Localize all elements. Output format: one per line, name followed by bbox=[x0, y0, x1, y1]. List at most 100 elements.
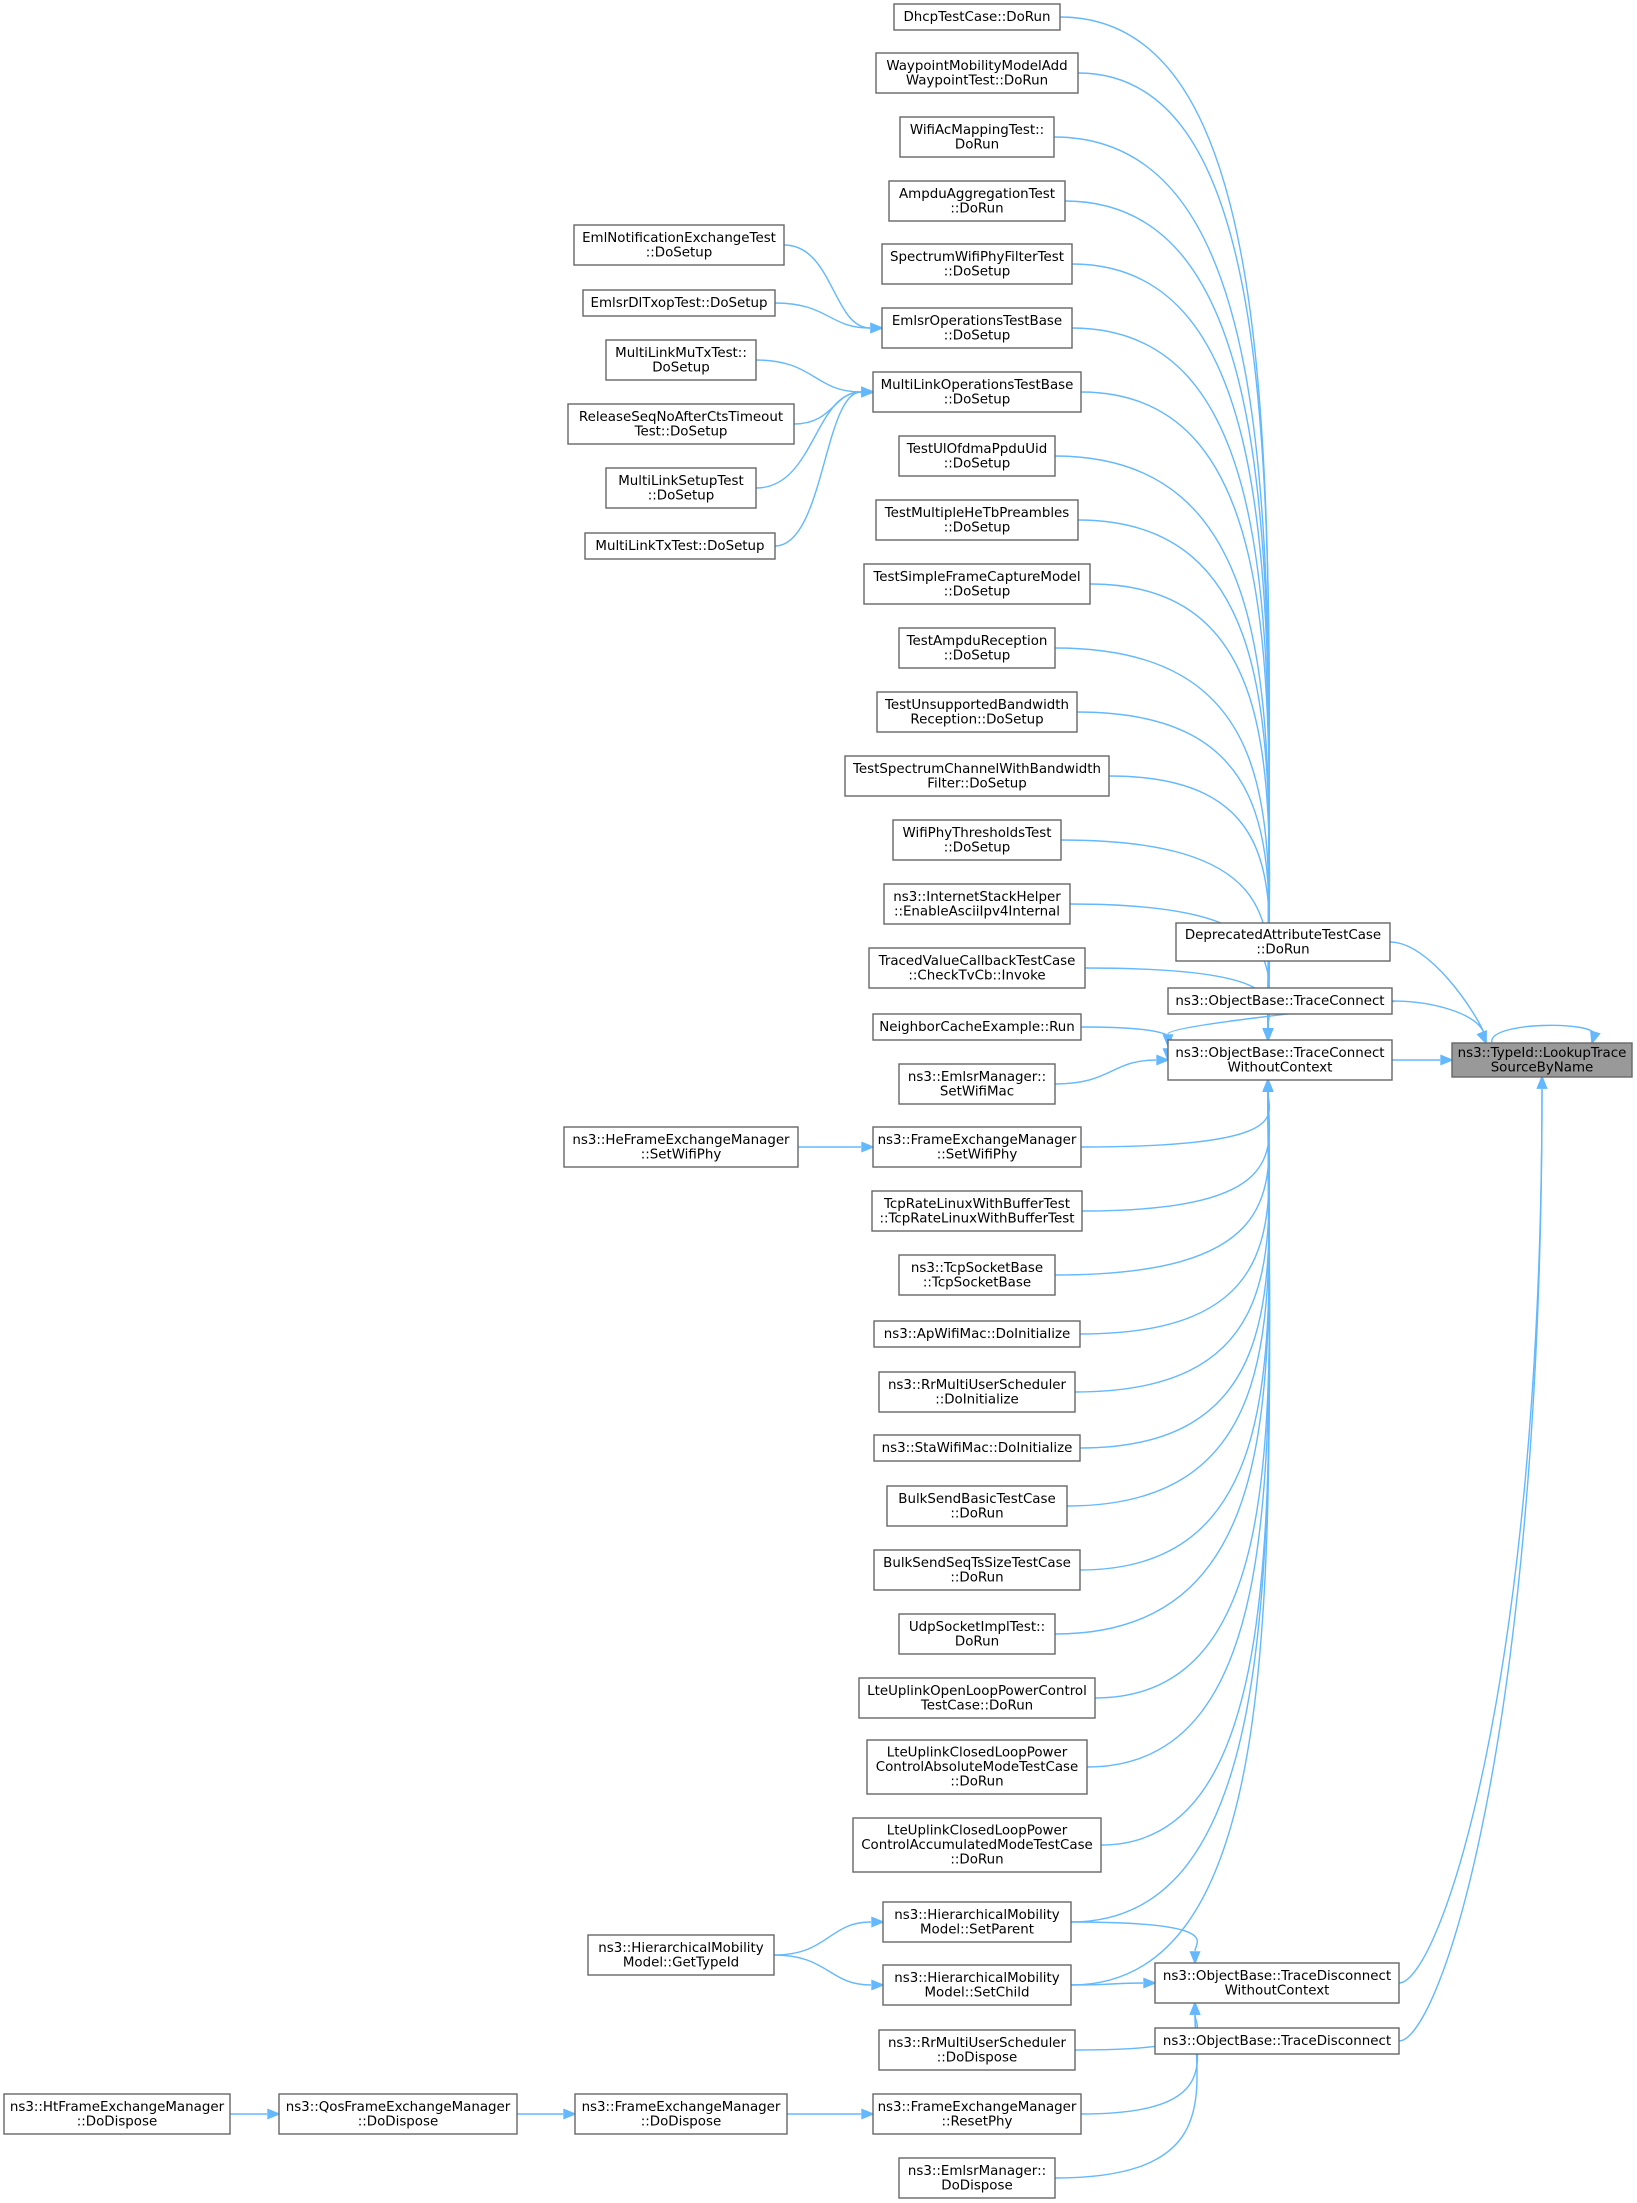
edge-line bbox=[1079, 1091, 1271, 1335]
node-hmsetparent[interactable]: ns3::HierarchicalMobilityModel::SetParen… bbox=[882, 1901, 1072, 1943]
node-label: AmpduAggregationTest bbox=[899, 187, 1055, 202]
node-apwifi[interactable]: ns3::ApWifiMac::DoInitialize bbox=[873, 1320, 1081, 1348]
node-stawifi[interactable]: ns3::StaWifiMac::DoInitialize bbox=[873, 1434, 1081, 1462]
node-label: Reception::DoSetup bbox=[910, 712, 1043, 727]
node-ulofdma[interactable]: TestUlOfdmaPpduUid::DoSetup bbox=[898, 435, 1056, 477]
edge-line bbox=[1100, 1091, 1271, 1846]
node-tcwc[interactable]: ns3::ObjectBase::TraceConnectWithoutCont… bbox=[1167, 1039, 1393, 1081]
node-mlsetup[interactable]: MultiLinkSetupTest::DoSetup bbox=[605, 467, 757, 509]
node-lteopen[interactable]: LteUplinkOpenLoopPowerControlTestCase::D… bbox=[858, 1677, 1096, 1719]
node-ampdu[interactable]: AmpduAggregationTest::DoRun bbox=[888, 180, 1066, 222]
node-bulkseq[interactable]: BulkSendSeqTsSizeTestCase::DoRun bbox=[873, 1549, 1081, 1591]
edge-line bbox=[1391, 1000, 1485, 1034]
node-emlsrdispose[interactable]: ns3::EmlsrManager::DoDispose bbox=[898, 2157, 1056, 2199]
node-label: SetWifiMac bbox=[940, 1084, 1014, 1099]
node-label: ns3::StaWifiMac::DoInitialize bbox=[882, 1441, 1073, 1456]
node-td[interactable]: ns3::ObjectBase::TraceDisconnect bbox=[1154, 2027, 1400, 2055]
edge-line bbox=[755, 391, 862, 489]
node-tracedvalue[interactable]: TracedValueCallbackTestCase::CheckTvCb::… bbox=[868, 947, 1086, 989]
edge-femdispose-to-femresetphy bbox=[787, 2108, 875, 2120]
node-box bbox=[858, 1677, 1096, 1719]
node-hefem[interactable]: ns3::HeFrameExchangeManager::SetWifiPhy bbox=[563, 1126, 799, 1168]
edge-line bbox=[1079, 1091, 1271, 1449]
arrow-head bbox=[1156, 1054, 1170, 1066]
node-label: ::DoSetup bbox=[944, 648, 1011, 663]
node-tcprate[interactable]: TcpRateLinuxWithBufferTest::TcpRateLinux… bbox=[871, 1190, 1083, 1232]
node-label: DoDispose bbox=[941, 2178, 1012, 2193]
node-mltx[interactable]: MultiLinkTxTest::DoSetup bbox=[584, 532, 776, 560]
node-emlsrdl[interactable]: EmlsrDlTxopTest::DoSetup bbox=[582, 289, 776, 317]
edge-line bbox=[1081, 1091, 1271, 1212]
node-femsetphy[interactable]: ns3::FrameExchangeManager::SetWifiPhy bbox=[872, 1126, 1082, 1168]
node-label: ::DoDispose bbox=[358, 2114, 438, 2129]
node-tc[interactable]: ns3::ObjectBase::TraceConnect bbox=[1167, 987, 1393, 1015]
node-inetstack[interactable]: ns3::InternetStackHelper::EnableAsciiIpv… bbox=[883, 883, 1071, 925]
edge-line bbox=[783, 244, 871, 329]
node-htdispose[interactable]: ns3::HtFrameExchangeManager::DoDispose bbox=[3, 2093, 231, 2135]
node-label: TestCase::DoRun bbox=[920, 1698, 1033, 1713]
node-label: BulkSendBasicTestCase bbox=[898, 1492, 1055, 1507]
node-label: ControlAbsoluteModeTestCase bbox=[876, 1760, 1079, 1775]
node-phythresh[interactable]: WifiPhyThresholdsTest::DoSetup bbox=[892, 819, 1062, 861]
node-label: ::DoSetup bbox=[944, 456, 1011, 471]
node-hmgettypeid[interactable]: ns3::HierarchicalMobilityModel::GetTypeI… bbox=[587, 1934, 775, 1976]
node-label: LteUplinkClosedLoopPower bbox=[887, 1746, 1068, 1761]
node-waypoint[interactable]: WaypointMobilityModelAddWaypointTest::Do… bbox=[875, 52, 1079, 94]
edge-deprecated-to-root bbox=[1389, 941, 1487, 1045]
node-label: ::DoRun bbox=[950, 1570, 1003, 1585]
node-lteabs[interactable]: LteUplinkClosedLoopPowerControlAbsoluteM… bbox=[866, 1739, 1088, 1795]
node-label: TracedValueCallbackTestCase bbox=[878, 954, 1076, 969]
node-udpsock[interactable]: UdpSocketImplTest::DoRun bbox=[898, 1613, 1056, 1655]
node-box bbox=[878, 2029, 1076, 2071]
node-femresetphy[interactable]: ns3::FrameExchangeManager::ResetPhy bbox=[872, 2093, 1082, 2135]
node-spectrumfilter[interactable]: SpectrumWifiPhyFilterTest::DoSetup bbox=[881, 243, 1073, 285]
node-simplecapture[interactable]: TestSimpleFrameCaptureModel::DoSetup bbox=[863, 563, 1091, 605]
node-box bbox=[886, 1485, 1068, 1527]
node-label: BulkSendSeqTsSizeTestCase bbox=[883, 1556, 1071, 1571]
edge-line bbox=[1066, 1091, 1270, 1507]
arrow-head bbox=[563, 2108, 577, 2120]
node-spectrumbw[interactable]: TestSpectrumChannelWithBandwidthFilter::… bbox=[844, 755, 1110, 797]
node-box bbox=[888, 180, 1066, 222]
edge-udpsock-to-tcwc bbox=[1054, 1078, 1274, 1635]
node-tdwc[interactable]: ns3::ObjectBase::TraceDisconnectWithoutC… bbox=[1154, 1962, 1400, 2004]
node-label: DhcpTestCase::DoRun bbox=[903, 10, 1050, 25]
node-mlmutx[interactable]: MultiLinkMuTxTest::DoSetup bbox=[605, 339, 757, 381]
node-emlnotif[interactable]: EmlNotificationExchangeTest::DoSetup bbox=[573, 224, 785, 266]
edge-emlsrdl-to-emlsrbase bbox=[774, 302, 884, 334]
node-deprecated[interactable]: DeprecatedAttributeTestCase::DoRun bbox=[1175, 922, 1391, 962]
edge-femsetphy-to-tcwc bbox=[1080, 1078, 1274, 1148]
node-dhcp[interactable]: DhcpTestCase::DoRun bbox=[893, 3, 1061, 31]
node-emlsrbase[interactable]: EmlsrOperationsTestBase::DoSetup bbox=[881, 307, 1073, 349]
node-label: ::DoRun bbox=[1256, 942, 1309, 957]
node-bulkbasic[interactable]: BulkSendBasicTestCase::DoRun bbox=[886, 1485, 1068, 1527]
node-emlsrmgr[interactable]: ns3::EmlsrManager::SetWifiMac bbox=[898, 1063, 1056, 1105]
node-tcpsock[interactable]: ns3::TcpSocketBase::TcpSocketBase bbox=[898, 1254, 1056, 1296]
node-lteacc[interactable]: LteUplinkClosedLoopPowerControlAccumulat… bbox=[852, 1817, 1102, 1873]
edge-line bbox=[1080, 1091, 1271, 1148]
node-mlobase[interactable]: MultiLinkOperationsTestBase::DoSetup bbox=[872, 371, 1082, 413]
edges-layer bbox=[230, 16, 1601, 2179]
node-ampdurx[interactable]: TestAmpduReception::DoSetup bbox=[898, 627, 1056, 669]
edge-emlsrmgr-to-tcwc bbox=[1054, 1054, 1170, 1085]
node-label: SourceByName bbox=[1491, 1060, 1594, 1075]
node-qosdispose[interactable]: ns3::QosFrameExchangeManager::DoDispose bbox=[278, 2093, 518, 2135]
edge-line bbox=[1054, 1091, 1270, 1276]
node-box bbox=[866, 1739, 1088, 1795]
node-hetb[interactable]: TestMultipleHeTbPreambles::DoSetup bbox=[875, 499, 1079, 541]
edge-line bbox=[1080, 1026, 1173, 1049]
edge-tcprate-to-tcwc bbox=[1081, 1078, 1274, 1212]
node-box bbox=[605, 339, 757, 381]
node-neighbor[interactable]: NeighborCacheExample::Run bbox=[872, 1013, 1082, 1041]
node-unsupbw[interactable]: TestUnsupportedBandwidthReception::DoSet… bbox=[876, 691, 1078, 733]
node-box bbox=[881, 243, 1073, 285]
node-wifiac[interactable]: WifiAcMappingTest::DoRun bbox=[899, 116, 1055, 158]
node-femdispose[interactable]: ns3::FrameExchangeManager::DoDispose bbox=[574, 2093, 788, 2135]
node-rrinit[interactable]: ns3::RrMultiUserScheduler::DoInitialize bbox=[878, 1371, 1076, 1413]
node-label: ::TcpSocketBase bbox=[923, 1275, 1031, 1290]
node-label: DoRun bbox=[955, 1634, 999, 1649]
node-rrdispose[interactable]: ns3::RrMultiUserScheduler::DoDispose bbox=[878, 2029, 1076, 2071]
